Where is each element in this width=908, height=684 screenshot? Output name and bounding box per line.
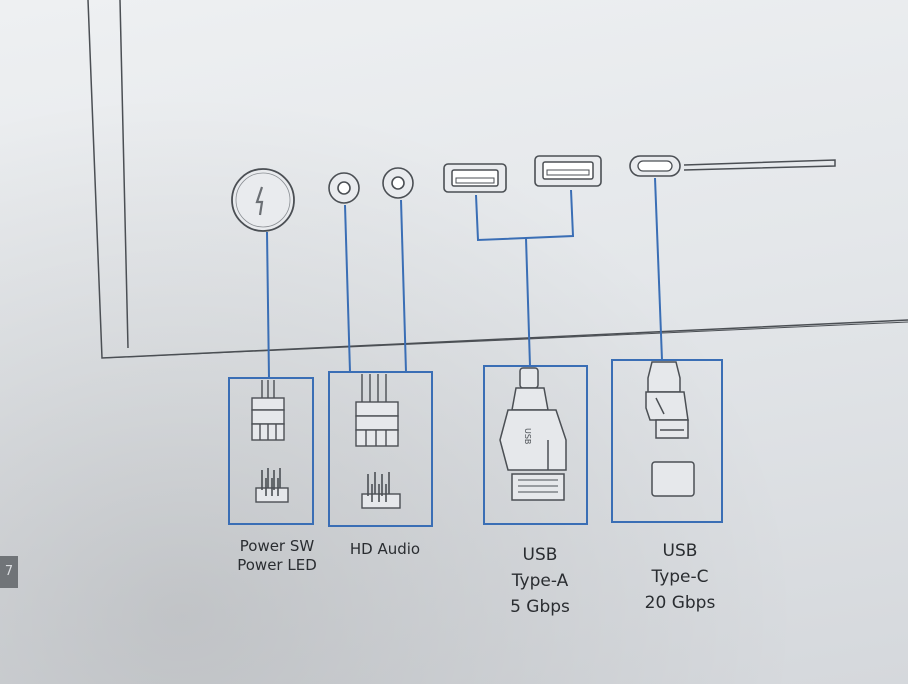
- usb-a-label-line3: 5 Gbps: [510, 597, 570, 617]
- audio-header-box: [328, 371, 433, 527]
- power-sw-label: Power SW: [239, 537, 315, 555]
- power-connector-icon: [251, 380, 289, 503]
- header-boxes: [228, 359, 723, 527]
- usb-c-connector-icon: [645, 361, 695, 497]
- usb-a-label-line1: USB: [522, 545, 558, 565]
- hd-audio-label: HD Audio: [349, 540, 421, 558]
- usb-c-header-box: [611, 359, 723, 523]
- connection-lines: [266, 177, 663, 379]
- usb-a-port-icon: [443, 163, 507, 193]
- usb-a-label: USB Type-A 5 Gbps: [490, 542, 590, 620]
- usb-a-marking: USB: [523, 428, 532, 444]
- audio-label: HD Audio: [336, 540, 434, 559]
- power-led-label: Power LED: [237, 556, 317, 574]
- audio-jack-icon: [382, 167, 414, 199]
- case-outline: [87, 0, 908, 359]
- usb-a-label-line2: Type-A: [511, 571, 569, 591]
- audio-connector-icon: [355, 374, 401, 509]
- usb-c-label-line2: Type-C: [651, 567, 709, 587]
- audio-jack-icon: [328, 172, 360, 204]
- usb-a-connector-icon: USB: [499, 367, 567, 501]
- usb-c-label-line1: USB: [662, 541, 698, 561]
- usb-c-label: USB Type-C 20 Gbps: [628, 538, 732, 616]
- usb-a-port-icon: [534, 155, 602, 187]
- usb-a-header-box: [483, 365, 588, 525]
- page-number-tab: 7: [0, 556, 18, 588]
- power-button-icon: [231, 168, 295, 232]
- power-header-box: [228, 377, 314, 525]
- usb-c-label-line3: 20 Gbps: [644, 593, 716, 613]
- power-label: Power SW Power LED: [232, 537, 322, 575]
- front-panel-edge: [683, 159, 836, 171]
- usb-c-port-icon: [629, 155, 681, 177]
